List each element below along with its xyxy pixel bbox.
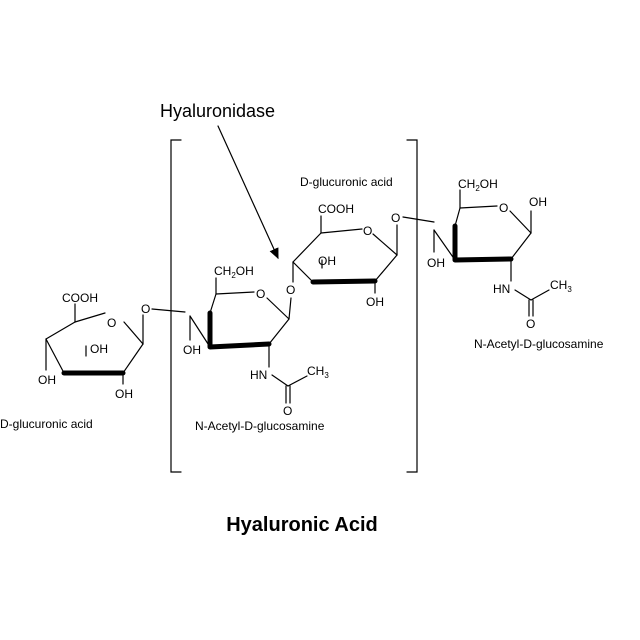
repeat-bracket-right [406, 139, 418, 473]
ring-glucuronic-acid-left: O COOH OH OH OH [38, 291, 144, 401]
hydroxyl-group: OH [183, 343, 201, 357]
ring-oxygen: O [499, 201, 508, 215]
enzyme-label: Hyaluronidase [160, 101, 275, 121]
unit-label-n-acetyl-glucosamine-right: N-Acetyl-D-glucosamine [474, 337, 604, 351]
methyl-group: CH3 [550, 278, 572, 294]
glycosidic-bond-1: O [141, 302, 186, 345]
hydroxyl-group: OH [529, 195, 547, 209]
glycosidic-oxygen: O [286, 283, 295, 297]
ring-oxygen: O [107, 316, 116, 330]
amide-nh: HN [250, 368, 267, 382]
ch2oh-group: CH2OH [458, 177, 498, 193]
ring-n-acetyl-glucosamine-right: O CH2OH OH OH HN CH3 O [427, 177, 572, 331]
hydroxyl-group: OH [38, 373, 56, 387]
unit-label-n-acetyl-glucosamine-mid: N-Acetyl-D-glucosamine [195, 419, 325, 433]
methyl-group: CH3 [307, 364, 329, 380]
carbonyl-oxygen: O [283, 404, 292, 418]
hydroxyl-group: OH [318, 254, 336, 268]
unit-label-glucuronic-acid-mid: D-glucuronic acid [300, 175, 393, 189]
glycosidic-oxygen: O [391, 211, 400, 225]
glycosidic-bond-3: O [391, 211, 435, 256]
ring-oxygen: O [363, 224, 372, 238]
hydroxyl-group: OH [90, 342, 108, 356]
ch2oh-group: CH2OH [214, 264, 254, 280]
hydroxyl-group: OH [366, 295, 384, 309]
glycosidic-bond-2: O [286, 261, 295, 320]
amide-nh: HN [493, 282, 510, 296]
cleavage-arrow [217, 125, 279, 260]
carbonyl-oxygen: O [526, 317, 535, 331]
hydroxyl-group: OH [427, 256, 445, 270]
cooh-group: COOH [62, 291, 98, 305]
hydroxyl-group: OH [115, 387, 133, 401]
glycosidic-oxygen: O [141, 302, 150, 316]
ring-oxygen: O [256, 287, 265, 301]
ring-n-acetyl-glucosamine-mid: O CH2OH OH HN CH3 O [183, 264, 329, 418]
diagram-title: Hyaluronic Acid [226, 514, 378, 536]
cooh-group: COOH [318, 202, 354, 216]
unit-label-glucuronic-acid-left: D-glucuronic acid [0, 417, 93, 431]
ring-glucuronic-acid-mid: O COOH OH OH [292, 202, 398, 309]
repeat-bracket-left [170, 139, 182, 473]
